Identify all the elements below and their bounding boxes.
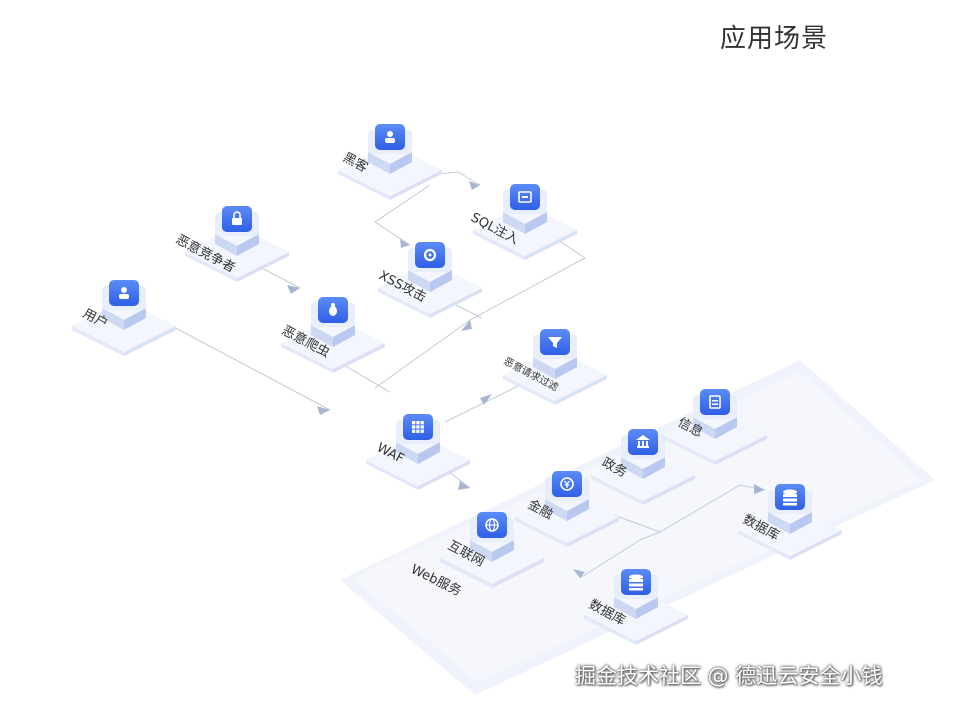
lock-icon bbox=[232, 211, 242, 225]
node-cube bbox=[368, 152, 390, 174]
arrowheads bbox=[287, 181, 765, 578]
page-title: 应用场景 bbox=[720, 24, 829, 54]
bug-icon bbox=[329, 303, 337, 316]
node-cube bbox=[215, 234, 237, 256]
node-cube bbox=[545, 499, 567, 521]
node-cube bbox=[533, 357, 555, 379]
node-cube bbox=[503, 212, 525, 234]
node-database-1: 数据库 bbox=[738, 484, 842, 560]
node-finance: 金融 bbox=[515, 471, 619, 547]
node-government: 政务 bbox=[591, 429, 695, 505]
globe-icon bbox=[485, 518, 499, 532]
document-tile bbox=[700, 389, 730, 415]
node-cube bbox=[408, 270, 430, 292]
user-icon bbox=[385, 131, 395, 143]
node-database-2: 数据库 bbox=[584, 569, 688, 645]
node-waf: WAF bbox=[366, 414, 470, 490]
node-internet: 互联网 bbox=[440, 512, 544, 588]
node-user: 用户 bbox=[72, 280, 176, 356]
node-cube bbox=[470, 540, 492, 562]
gear-icon bbox=[423, 248, 437, 262]
node-cube bbox=[614, 597, 636, 619]
code-icon bbox=[518, 191, 532, 203]
node-malicious-request-filter: 恶意请求过滤 bbox=[502, 329, 607, 405]
node-cube bbox=[311, 325, 333, 347]
grid-icon bbox=[412, 421, 424, 433]
node-cube bbox=[396, 442, 418, 464]
filter-icon bbox=[548, 337, 562, 348]
person-icon bbox=[119, 287, 129, 299]
web-service-platform bbox=[340, 360, 935, 695]
node-hacker: 黑客 bbox=[338, 124, 442, 200]
node-sql-injection: SQL注入 bbox=[468, 184, 577, 260]
node-cube bbox=[693, 417, 715, 439]
node-xss-attack: XSS攻击 bbox=[376, 242, 482, 318]
database-icon bbox=[629, 574, 643, 591]
document-icon bbox=[709, 395, 721, 409]
yen-icon bbox=[560, 477, 574, 491]
node-malicious-crawler: 恶意爬虫 bbox=[279, 297, 385, 373]
node-cube bbox=[102, 308, 124, 330]
watermark: 掘金技术社区 @ 德迅云安全小钱 bbox=[575, 664, 883, 688]
node-malicious-competitor: 恶意竞争者 bbox=[173, 206, 289, 282]
building-icon bbox=[636, 435, 650, 448]
node-cube bbox=[768, 512, 790, 534]
node-information: 信息 bbox=[663, 389, 767, 465]
node-cube bbox=[621, 457, 643, 479]
database-icon bbox=[783, 489, 797, 506]
